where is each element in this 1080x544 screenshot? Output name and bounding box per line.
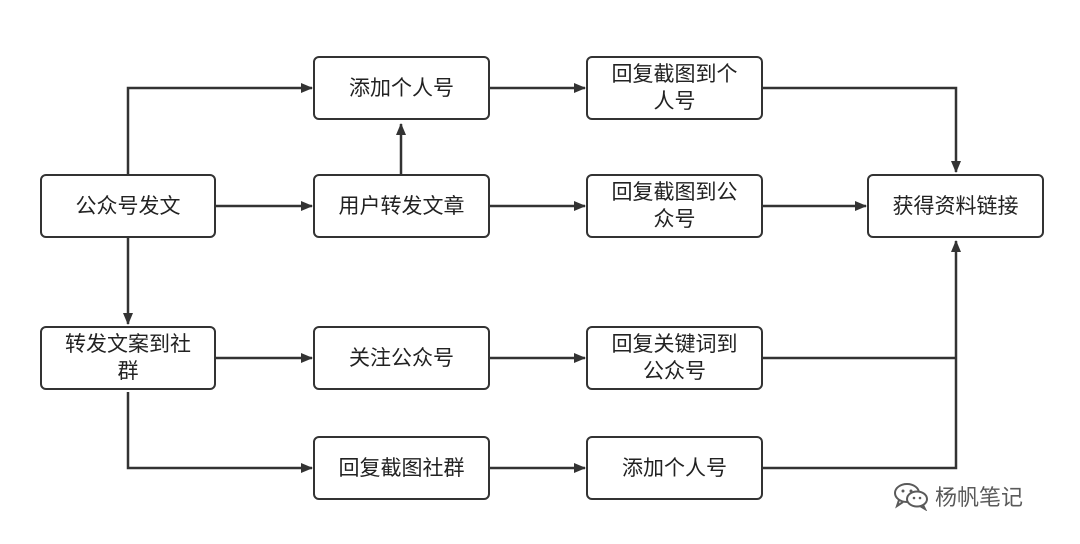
- node-add-personal-bottom: 添加个人号: [586, 436, 763, 500]
- node-label: 回复截图到公 众号: [611, 180, 738, 231]
- node-reply-shot-gzh: 回复截图到公 众号: [586, 174, 763, 238]
- node-label: 用户转发文章: [338, 193, 465, 218]
- node-follow-gzh: 关注公众号: [313, 326, 490, 390]
- node-reply-keyword: 回复关键词到 公众号: [586, 326, 763, 390]
- edge-reply-shot-personal-to-get-link: [763, 86, 961, 173]
- node-label: 添加个人号: [349, 75, 454, 100]
- node-reply-shot-personal: 回复截图到个 人号: [586, 56, 763, 120]
- node-label: 回复关键词到 公众号: [611, 332, 738, 383]
- wechat-icon: [894, 483, 928, 511]
- edge-gzh-post-to-add-personal: [126, 83, 313, 174]
- node-label: 添加个人号: [622, 455, 727, 480]
- node-label: 回复截图到个 人号: [611, 62, 738, 113]
- edge-add-personal-bottom-to-get-link: [763, 240, 961, 470]
- node-label: 获得资料链接: [892, 193, 1019, 218]
- node-get-link: 获得资料链接: [867, 174, 1044, 238]
- node-label: 关注公众号: [349, 345, 454, 370]
- watermark: 杨帆笔记: [893, 478, 1023, 514]
- node-reply-shot-group: 回复截图社群: [313, 436, 490, 500]
- node-label: 回复截图社群: [338, 455, 465, 480]
- node-label: 转发文案到社 群: [65, 332, 191, 383]
- node-gzh-post: 公众号发文: [40, 174, 216, 238]
- node-user-forward: 用户转发文章: [313, 174, 490, 238]
- watermark-text: 杨帆笔记: [935, 486, 1024, 511]
- node-label: 公众号发文: [75, 193, 181, 218]
- edge-forward-group-to-reply-shot-group: [126, 392, 313, 473]
- node-forward-group: 转发文案到社 群: [40, 326, 216, 390]
- node-add-personal-top: 添加个人号: [313, 56, 490, 120]
